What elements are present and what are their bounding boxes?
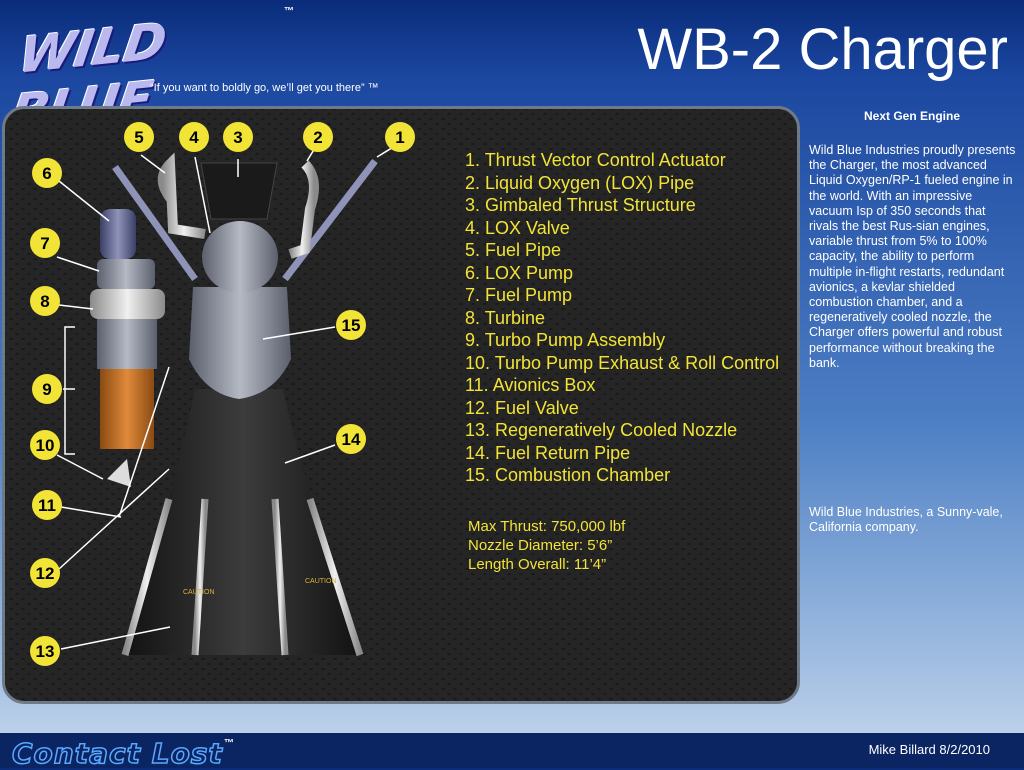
part-item: 5. Fuel Pipe xyxy=(465,240,562,260)
part-item: 1. Thrust Vector Control Actuator xyxy=(465,150,726,170)
part-item: 3. Gimbaled Thrust Structure xyxy=(465,195,696,215)
callout-12: 12 xyxy=(36,564,55,583)
part-item: 13. Regeneratively Cooled Nozzle xyxy=(465,420,738,440)
tagline: “If you want to boldly go, we’ll get you… xyxy=(150,82,379,94)
part-item: 8. Turbine xyxy=(465,307,546,328)
footer-logo-trademark: ™ xyxy=(224,738,234,749)
lox-pump-shape xyxy=(100,209,136,259)
part-item: 4. LOX Valve xyxy=(465,217,570,238)
dome-shape xyxy=(202,221,278,293)
logo-trademark: ™ xyxy=(284,6,294,17)
sidebar-description: Wild Blue Industries proudly presents th… xyxy=(809,143,1016,370)
sidebar-company: Wild Blue Industries, a Sunny-vale, Cali… xyxy=(809,505,1003,535)
callout-7: 7 xyxy=(40,234,49,253)
sidebar-heading: Next Gen Engine xyxy=(863,109,961,123)
nozzle-frame xyxy=(121,289,364,657)
part-item: 12. Fuel Valve xyxy=(465,397,579,418)
slide-title: WB-2 Charger xyxy=(637,17,1008,82)
part-item: 14. Fuel Return Pipe xyxy=(465,442,631,463)
part-item: 7. Fuel Pump xyxy=(465,285,573,305)
callout-leaders xyxy=(56,142,401,650)
engine-illustration: CAUTION CAUTION xyxy=(30,122,415,666)
actuator-left xyxy=(112,164,198,282)
callout-14: 14 xyxy=(342,430,361,449)
engine-diagram-panel: CAUTION CAUTION xyxy=(2,106,800,704)
spec-nozzle-diameter: Nozzle Diameter: 5’6” xyxy=(468,537,613,554)
spec-max-thrust: Max Thrust: 750,000 lbf xyxy=(468,518,626,535)
nozzle-caution-label-right: CAUTION xyxy=(305,578,337,585)
callout-8: 8 xyxy=(40,292,49,311)
callout-numbers: 1 2 3 4 5 6 7 8 9 10 11 12 13 14 15 xyxy=(36,128,405,661)
callout-13: 13 xyxy=(36,642,55,661)
turbo-assembly-shape xyxy=(97,319,157,369)
callout-9: 9 xyxy=(42,380,51,399)
part-item: 10. Turbo Pump Exhaust & Roll Control xyxy=(465,352,780,373)
spec-length-overall: Length Overall: 11’4” xyxy=(468,556,607,573)
roll-control-shape xyxy=(107,459,131,487)
gimbal-structure-shape xyxy=(200,162,278,220)
engine-specs: Max Thrust: 750,000 lbf Nozzle Diameter:… xyxy=(468,517,625,574)
turbine-shape xyxy=(90,289,165,319)
callout-5: 5 xyxy=(134,128,143,147)
exhaust-shape xyxy=(100,369,154,449)
callout-15: 15 xyxy=(342,316,361,335)
fuel-pipe-shape xyxy=(157,152,206,239)
part-item: 11. Avionics Box xyxy=(465,375,596,395)
part-item: 9. Turbo Pump Assembly xyxy=(465,330,666,350)
callout-2: 2 xyxy=(313,128,322,147)
callout-1: 1 xyxy=(395,128,404,147)
callout-6: 6 xyxy=(42,164,51,183)
wild-blue-logo: WILD BLUE xyxy=(7,6,300,142)
callout-circles xyxy=(30,122,415,666)
parts-list: 1. Thrust Vector Control Actuator 2. Liq… xyxy=(465,149,779,487)
callout-10: 10 xyxy=(36,436,55,455)
actuator-right xyxy=(282,158,378,282)
lox-pipe-shape xyxy=(288,160,319,259)
callout-4: 4 xyxy=(189,128,199,147)
combustion-chamber-shape xyxy=(189,287,291,399)
contact-lost-logo: Contact Lost xyxy=(11,736,223,770)
part-item: 15. Combustion Chamber xyxy=(465,465,671,485)
footer-bar xyxy=(0,733,1024,768)
author-credit: Mike Billard 8/2/2010 xyxy=(868,742,990,757)
nozzle-caution-label-left: CAUTION xyxy=(183,589,215,596)
fuel-pump-shape xyxy=(97,259,155,289)
part-item: 2. Liquid Oxygen (LOX) Pipe xyxy=(465,172,695,193)
part-item: 6. LOX Pump xyxy=(465,262,574,283)
callout-11: 11 xyxy=(38,496,56,515)
callout-3: 3 xyxy=(233,128,242,147)
